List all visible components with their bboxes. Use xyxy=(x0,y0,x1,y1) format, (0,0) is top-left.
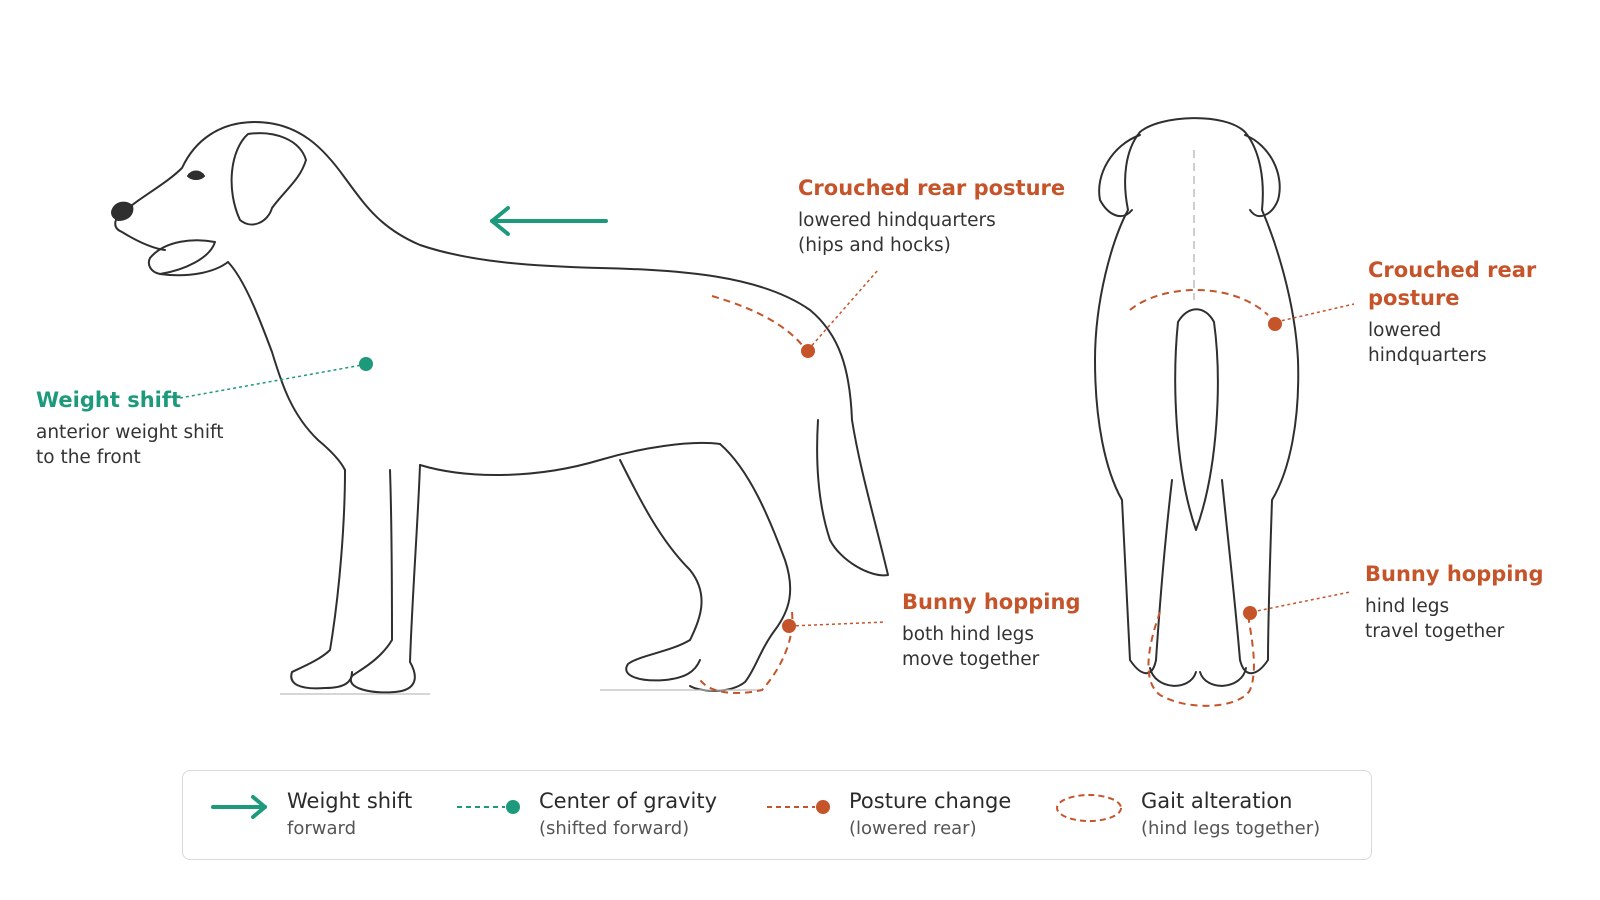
arrow-icon xyxy=(211,795,267,819)
annotation-desc: both hind legs move together xyxy=(902,624,1040,670)
annotation-title: Weight shift xyxy=(36,388,182,412)
legend-label: Center of gravity xyxy=(539,789,718,813)
legend-sub: (shifted forward) xyxy=(539,818,690,839)
crouched-rear-dot-icon xyxy=(801,344,815,358)
legend-sub: (hind legs together) xyxy=(1141,818,1321,839)
annotation-title: Crouched rear posture xyxy=(798,176,1066,200)
bunny-hop-rear-dot-icon xyxy=(1243,606,1257,620)
forward-arrow-icon xyxy=(490,206,608,236)
legend-item-gait-alteration: Gait alteration (hind legs together) xyxy=(1053,771,1363,861)
annotation-title: Bunny hopping xyxy=(902,590,1081,614)
legend-label: Gait alteration xyxy=(1141,789,1293,813)
annotation-side-bunny: Bunny hopping both hind legs move togeth… xyxy=(902,588,1080,672)
legend-label: Posture change xyxy=(849,789,1012,813)
dog-rear-view xyxy=(1094,117,1300,687)
annotation-rear-crouched: Crouched rear posture lowered hindquarte… xyxy=(1368,256,1536,368)
legend-item-posture-change: Posture change (lowered rear) xyxy=(765,771,1055,861)
annotation-desc: hind legs travel together xyxy=(1365,596,1505,642)
annotation-weight-shift: Weight shift anterior weight shift to th… xyxy=(36,386,223,470)
legend-sub: (lowered rear) xyxy=(849,818,977,839)
bunny-hop-side-dot-icon xyxy=(782,619,796,633)
annotation-rear-bunny: Bunny hopping hind legs travel together xyxy=(1365,560,1543,644)
annotation-title: Bunny hopping xyxy=(1365,562,1544,586)
center-of-gravity-dot-icon xyxy=(359,357,373,371)
annotation-desc: lowered hindquarters xyxy=(1368,320,1487,366)
legend: Weight shift forward Center of gravity (… xyxy=(182,770,1372,860)
annotation-title: Crouched rear posture xyxy=(1368,258,1537,310)
dog-side-outline xyxy=(121,121,853,421)
annotation-desc: anterior weight shift to the front xyxy=(36,422,224,468)
legend-sub: forward xyxy=(287,818,357,839)
crouched-rear-rear-dot-icon xyxy=(1268,317,1282,331)
dashed-ellipse-icon xyxy=(1056,794,1122,822)
legend-item-center-of-gravity: Center of gravity (shifted forward) xyxy=(455,771,755,861)
green-dot-dashed-icon xyxy=(457,800,520,814)
orange-dot-dashed-icon xyxy=(767,800,830,814)
legend-item-weight-shift: Weight shift forward xyxy=(211,771,451,861)
annotation-desc: lowered hindquarters (hips and hocks) xyxy=(798,210,996,256)
annotation-side-crouched: Crouched rear posture lowered hindquarte… xyxy=(798,174,1065,258)
legend-label: Weight shift xyxy=(287,789,413,813)
